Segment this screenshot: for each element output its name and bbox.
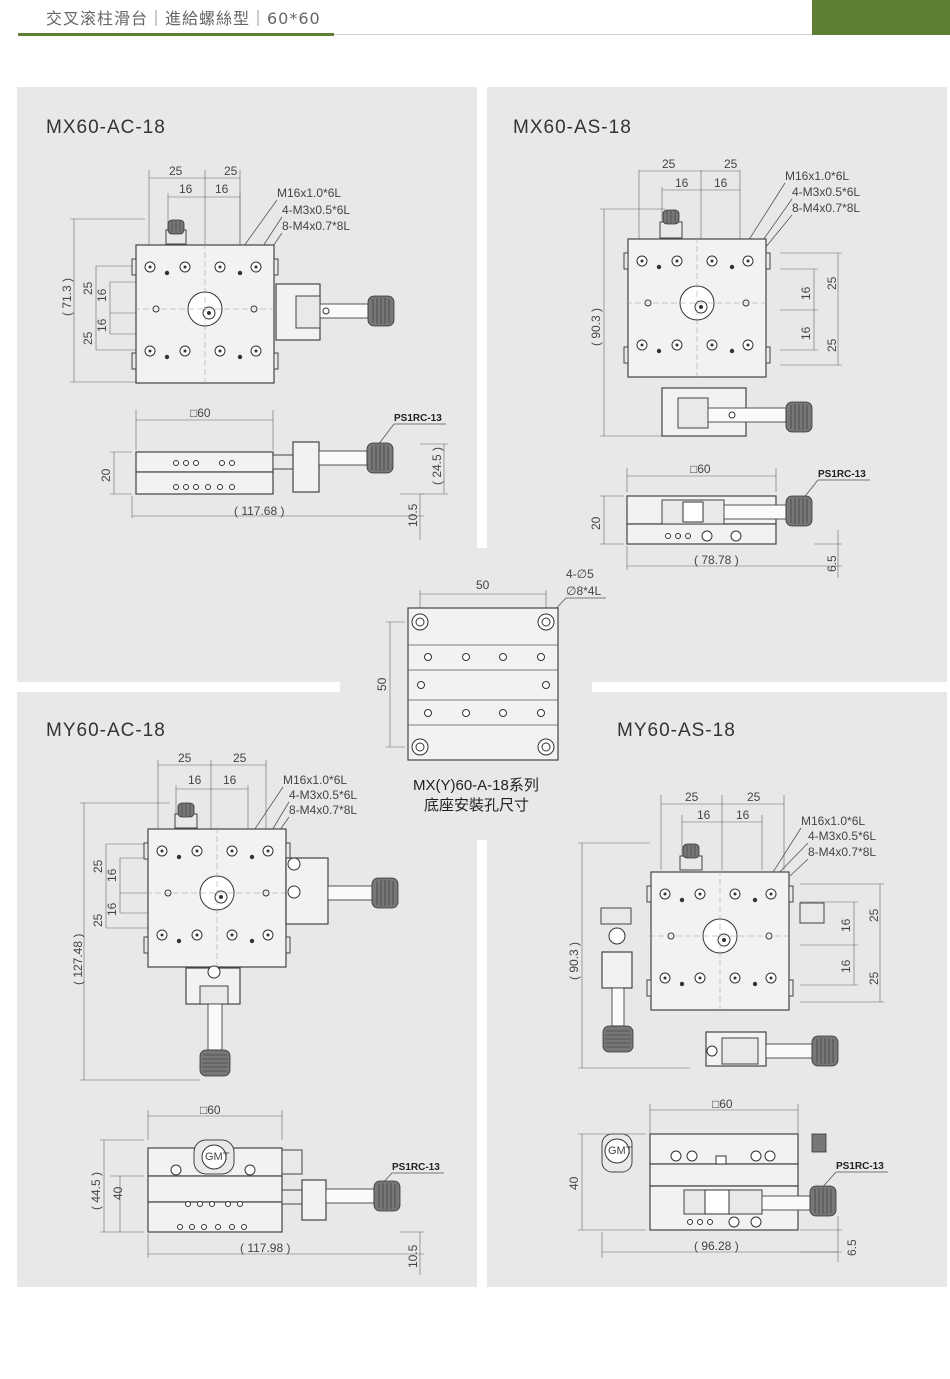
dim-left-16-b: 16 [105, 902, 119, 916]
dim-right-25-a: 25 [867, 908, 881, 922]
side-length: ( 117.68 ) [234, 504, 284, 518]
side-height: 20 [99, 468, 113, 482]
height-ref: ( 90.3 ) [589, 308, 603, 346]
model-title: MY60-AC-18 [46, 720, 166, 741]
callout-m3: 4-M3x0.5*6L [289, 788, 357, 802]
dim-top-25-b: 25 [224, 164, 238, 178]
dim-top-25-a: 25 [178, 751, 192, 765]
height-ref: ( 71.3 ) [60, 278, 74, 316]
callout-m3: 4-M3x0.5*6L [792, 185, 860, 199]
dim-top-16-b: 16 [215, 182, 229, 196]
base-hole-count: 4-∅5 [566, 567, 594, 581]
mx60-as-side: □60 PS1RC-13 20 ( 78.78 ) 6.5 [589, 462, 870, 578]
base-width-dim: 50 [476, 578, 490, 592]
base-height-dim: 50 [375, 677, 389, 691]
dim-top-25-a: 25 [169, 164, 183, 178]
dim-left-16-b: 16 [95, 318, 109, 332]
side-height: 40 [111, 1186, 125, 1200]
dim-top-25-b: 25 [747, 790, 761, 804]
callout-m16: M16x1.0*6L [801, 814, 865, 828]
dim-top-25-b: 25 [724, 157, 738, 171]
my60-as-side: □60 PS1RC-13 GMT 40 ( 96.28 ) 6.5 [567, 1097, 888, 1262]
side-ref-height: ( 24.5 ) [430, 447, 444, 485]
side-part-label: PS1RC-13 [392, 1162, 440, 1173]
model-my60-ac: MY60-AC-18 25 25 16 16 M16x1.0*6L 4-M3x0… [46, 720, 399, 1081]
callout-m3: 4-M3x0.5*6L [282, 203, 350, 217]
height-ref: ( 90.3 ) [567, 942, 581, 980]
dim-left-25-b: 25 [81, 331, 95, 345]
brand-logo: GMT [205, 1151, 230, 1163]
dim-left-16-a: 16 [95, 288, 109, 302]
model-mx60-ac: MX60-AC-18 25 25 16 16 M16x1.0*6L 4-M3x0… [46, 117, 395, 386]
dim-top-16-b: 16 [223, 773, 237, 787]
callout-m4: 8-M4x0.7*8L [282, 219, 350, 233]
title-underline [18, 33, 334, 36]
side-offset: 10.5 [406, 1244, 420, 1268]
base-mounting-drawing: 50 4-∅5 ∅8*4L 50 MX(Y)60-A-18系列 底座安裝孔尺寸 [375, 567, 606, 814]
callout-m4: 8-M4x0.7*8L [289, 803, 357, 817]
brand-logo: GMT [608, 1145, 633, 1157]
dim-right-16-b: 16 [799, 326, 813, 340]
side-height: 20 [589, 516, 603, 530]
dim-left-25-a: 25 [81, 281, 95, 295]
callout-m4: 8-M4x0.7*8L [808, 845, 876, 859]
side-length: ( 96.28 ) [694, 1239, 739, 1253]
side-offset: 6.5 [845, 1239, 859, 1256]
callout-m16: M16x1.0*6L [283, 773, 347, 787]
page-header: 交叉滚柱滑台｜進給螺絲型｜60*60 [0, 0, 950, 40]
side-offset: 6.5 [825, 555, 839, 572]
callout-m4: 8-M4x0.7*8L [792, 201, 860, 215]
callout-m16: M16x1.0*6L [277, 186, 341, 200]
dim-left-25-b: 25 [91, 913, 105, 927]
mx60-ac-side: □60 PS1RC-13 20 ( 24.5 ) ( 117.68 ) 10.5 [99, 406, 448, 540]
side-square: □60 [190, 406, 211, 420]
callout-m3: 4-M3x0.5*6L [808, 829, 876, 843]
model-mx60-as: MX60-AS-18 25 25 16 16 M16x1.0*6L 4-M3x0… [513, 117, 860, 437]
side-square: □60 [690, 462, 711, 476]
side-square: □60 [200, 1103, 221, 1117]
page-title: 交叉滚柱滑台｜進給螺絲型｜60*60 [46, 9, 321, 28]
side-part-label: PS1RC-13 [836, 1161, 884, 1172]
dim-top-16-b: 16 [714, 176, 728, 190]
dim-right-16-a: 16 [799, 286, 813, 300]
dim-top-16-b: 16 [736, 808, 750, 822]
side-offset: 10.5 [406, 503, 420, 527]
side-ref-height: ( 44.5 ) [89, 1172, 103, 1210]
height-ref: ( 127.48 ) [71, 934, 85, 985]
side-part-label: PS1RC-13 [394, 413, 442, 424]
dim-top-25-a: 25 [685, 790, 699, 804]
model-my60-as: MY60-AS-18 25 25 16 16 M16x1.0*6L 4-M3x0… [567, 720, 884, 1069]
base-hole-cbore: ∅8*4L [566, 584, 601, 598]
side-part-label: PS1RC-13 [818, 469, 866, 480]
dim-top-16-a: 16 [188, 773, 202, 787]
model-title: MY60-AS-18 [617, 720, 736, 741]
base-caption-2: 底座安裝孔尺寸 [424, 797, 529, 814]
dim-right-25-b: 25 [825, 338, 839, 352]
dim-top-25-b: 25 [233, 751, 247, 765]
my60-ac-side: □60 PS1RC-13 GMT ( 44.5 ) 40 ( 117.98 ) … [89, 1103, 444, 1275]
dim-right-16-b: 16 [839, 959, 853, 973]
dim-top-16-a: 16 [179, 182, 193, 196]
dim-left-16-a: 16 [105, 868, 119, 882]
dim-right-25-a: 25 [825, 276, 839, 290]
dim-right-16-a: 16 [839, 918, 853, 932]
side-length: ( 117.98 ) [240, 1241, 290, 1255]
model-title: MX60-AC-18 [46, 117, 166, 138]
side-length: ( 78.78 ) [694, 553, 739, 567]
side-square: □60 [712, 1097, 733, 1111]
model-title: MX60-AS-18 [513, 117, 632, 138]
base-caption-1: MX(Y)60-A-18系列 [413, 777, 539, 794]
dim-top-25-a: 25 [662, 157, 676, 171]
header-rule [334, 34, 812, 35]
callout-m16: M16x1.0*6L [785, 169, 849, 183]
dim-top-16-a: 16 [697, 808, 711, 822]
side-height: 40 [567, 1176, 581, 1190]
dim-top-16-a: 16 [675, 176, 689, 190]
dim-left-25-a: 25 [91, 859, 105, 873]
brand-color-block [812, 0, 950, 35]
dim-right-25-b: 25 [867, 971, 881, 985]
